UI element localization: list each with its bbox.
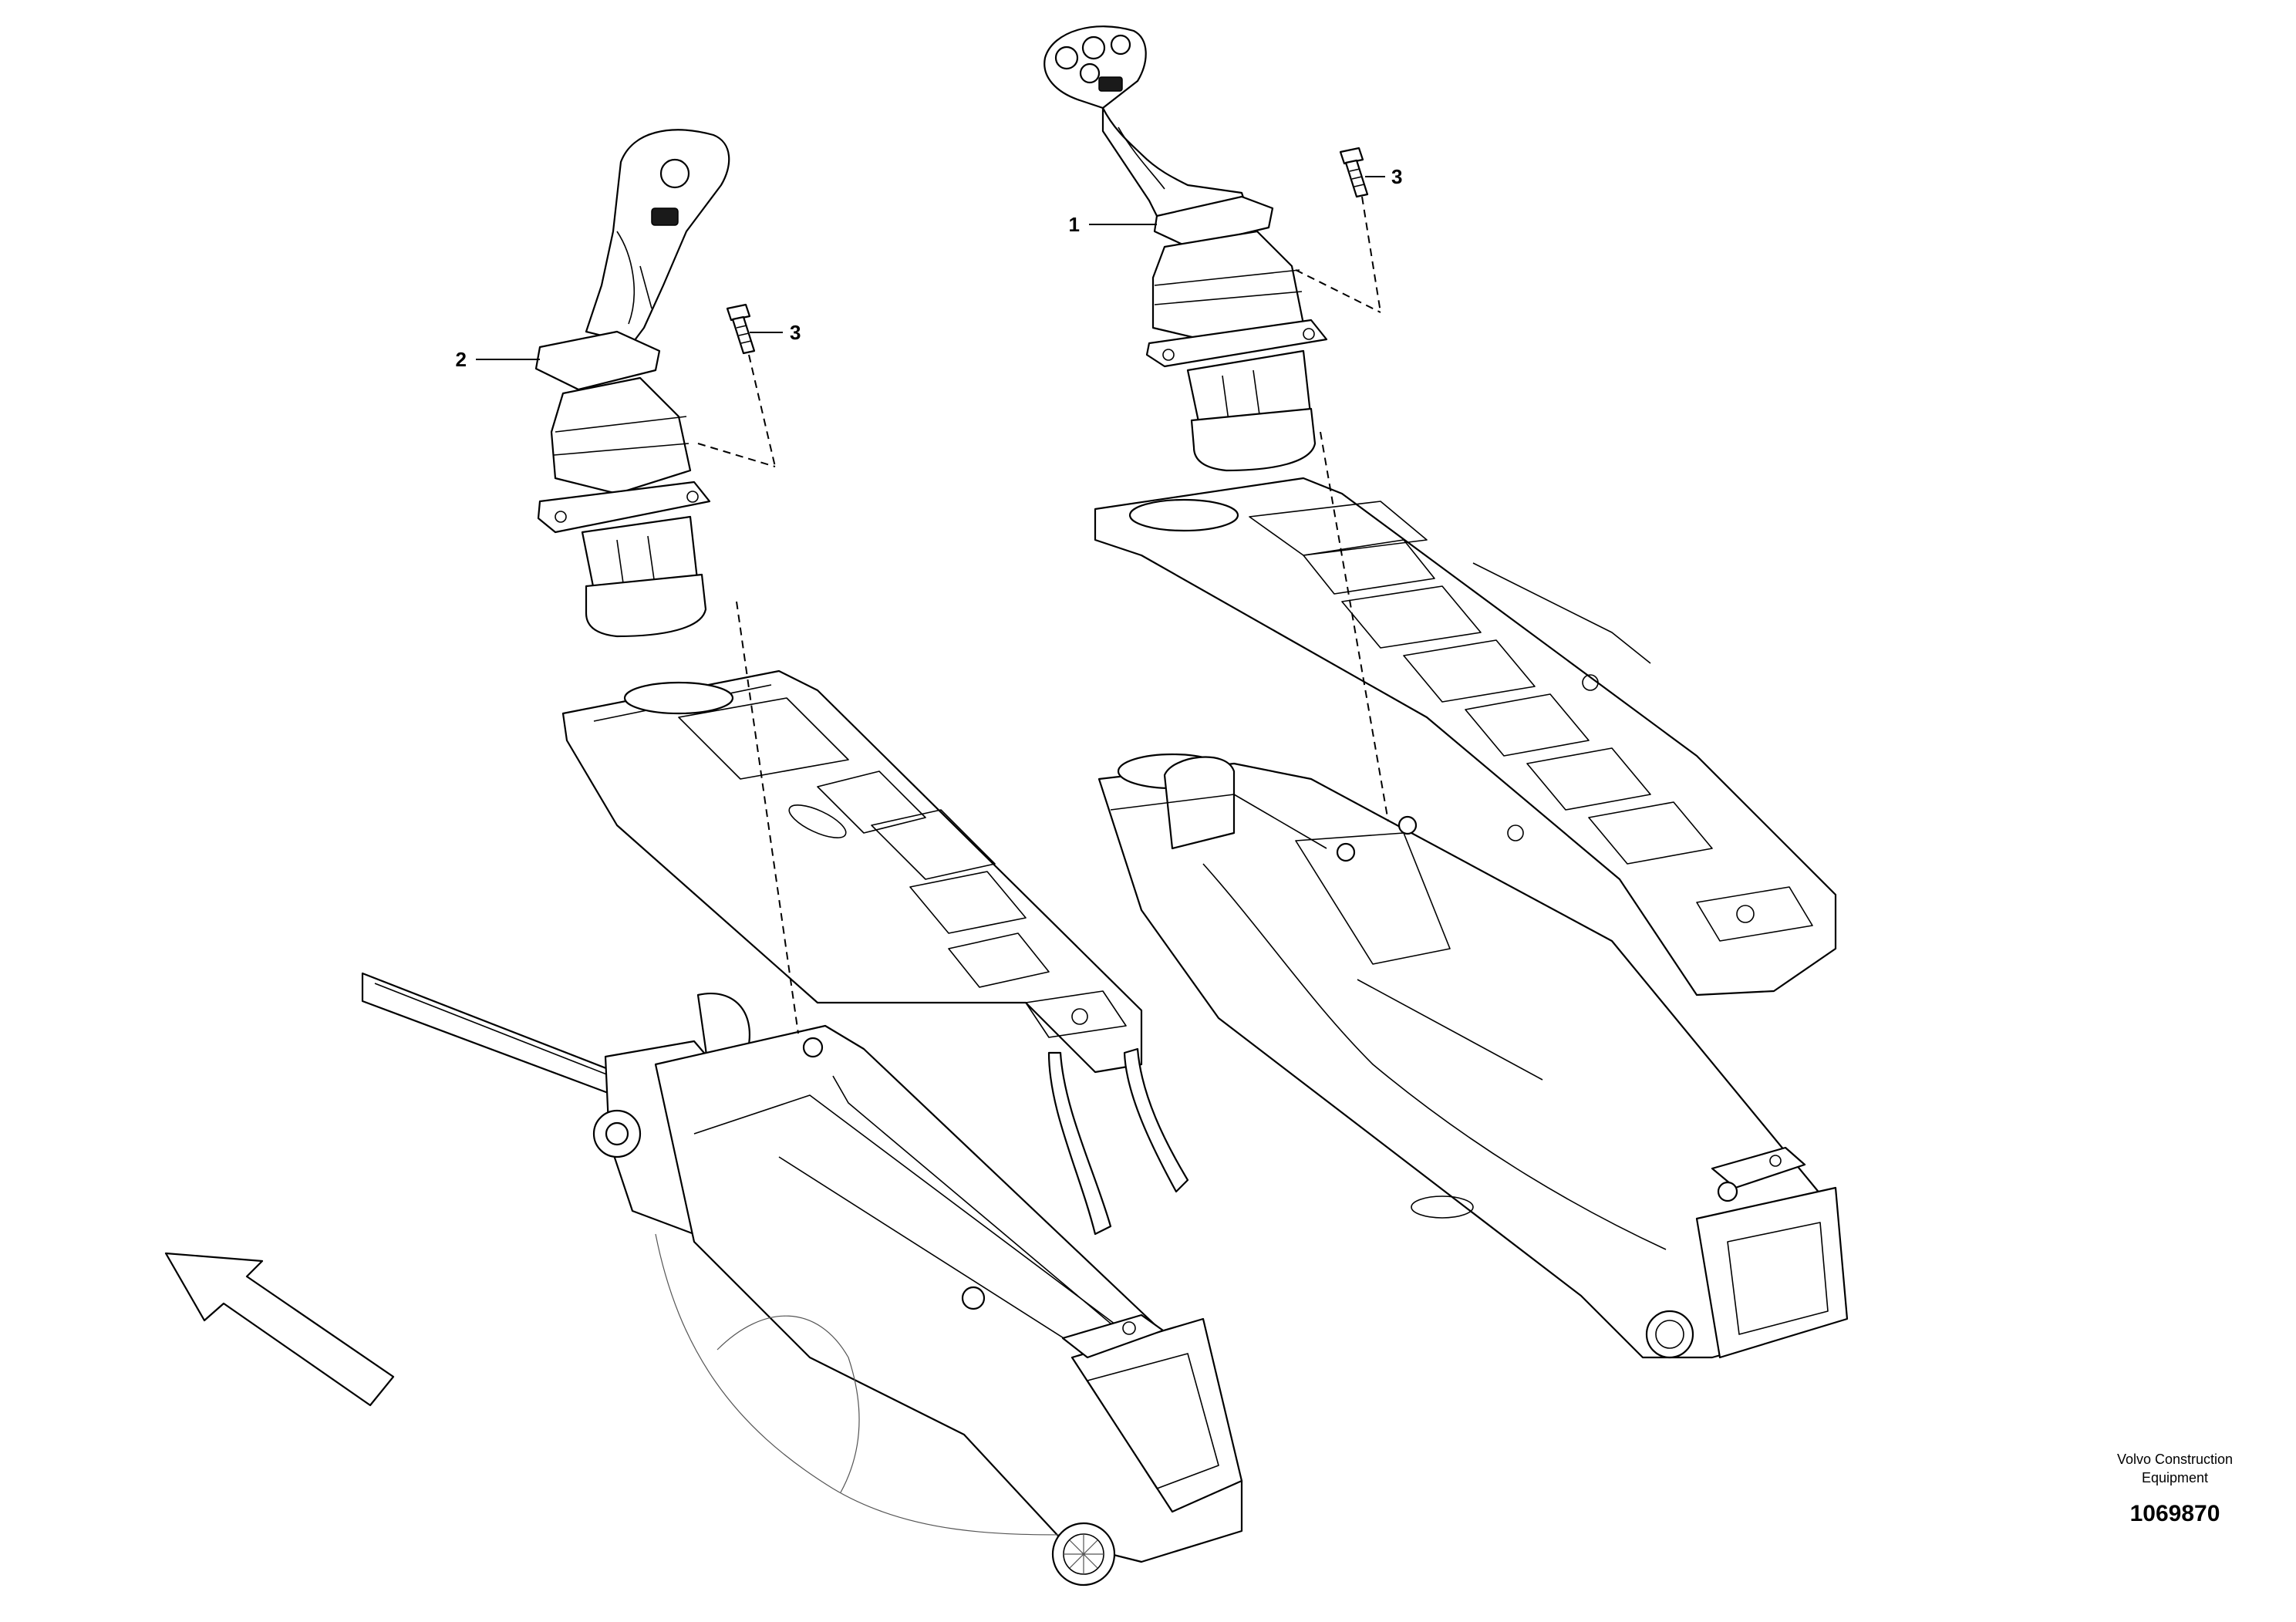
left-armrest-cover <box>561 669 1189 1236</box>
direction-arrow-icon <box>164 1252 395 1407</box>
assembly-dashed-lines <box>697 196 1389 1034</box>
right-console-frame <box>1097 753 1849 1359</box>
left-joystick-assembly <box>534 129 730 638</box>
right-armrest-cover <box>1094 477 1837 996</box>
svg-text:3: 3 <box>790 321 801 344</box>
brand-line-2: Equipment <box>2142 1470 2208 1485</box>
document-number: 1069870 <box>2130 1501 2220 1526</box>
callout-3-left: 3 <box>750 321 801 344</box>
callout-1: 1 <box>1069 213 1157 236</box>
brand-label: Volvo Construction Equipment <box>2117 1452 2233 1485</box>
right-joystick-assembly <box>1043 25 1328 472</box>
left-console-frame <box>361 972 1243 1587</box>
brand-line-1: Volvo Construction <box>2117 1452 2233 1467</box>
svg-text:2: 2 <box>456 348 467 371</box>
svg-text:3: 3 <box>1391 165 1402 188</box>
bolt-right <box>1339 147 1369 198</box>
svg-text:1: 1 <box>1069 213 1080 236</box>
bolt-left <box>726 303 756 355</box>
callout-3-right: 3 <box>1365 165 1402 188</box>
callout-2: 2 <box>456 348 540 371</box>
